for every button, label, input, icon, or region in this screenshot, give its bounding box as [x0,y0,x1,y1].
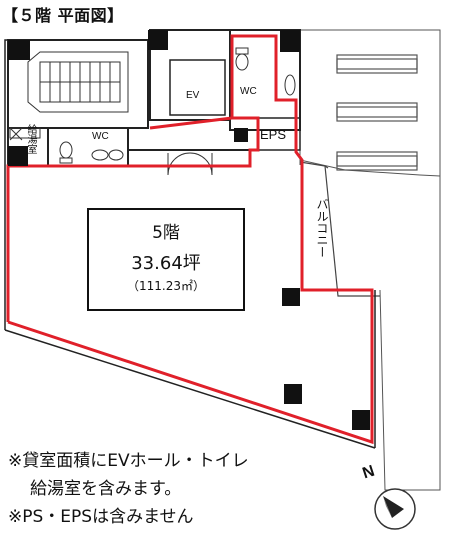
area-box: 5階 33.64坪 （111.23㎡） [87,208,245,311]
leased-area-boundary [6,34,374,445]
columns [8,30,370,430]
office-south-wall [4,329,376,449]
area-tsubo: 33.64坪 [131,253,201,274]
toilet-fixtures [59,47,296,164]
wc-upper-label: WC [240,86,257,97]
area-sqm: （111.23㎡） [127,279,205,293]
notes: ※貸室面積にEVホール・トイレ 給湯室を含みます。 ※PS・EPSは含みません [8,447,249,531]
ev-label: EV [186,90,200,101]
note-line-2: 給湯室を含みます。 [30,479,182,499]
roof-vents [336,54,418,171]
office-outer-wall [4,39,8,330]
staircase [27,51,129,113]
compass-icon [374,488,416,530]
kitchen-sink [9,127,41,141]
kyutoshitsu-label: 給湯室 [25,124,36,154]
eps-label: EPS [260,127,287,142]
wc-lower-label: WC [92,131,109,142]
note-line-1: ※貸室面積にEVホール・トイレ [8,451,249,471]
balcony [299,161,380,297]
entrance-door [167,152,213,176]
page-title: 【５階 平面図】 [2,6,124,25]
leased-area-upper [149,116,233,130]
balcony-label: バルコニー [315,198,329,258]
ev-shaft [169,59,226,116]
core-walls [7,29,301,167]
note-line-3: ※PS・EPSは含みません [8,507,194,527]
area-floor: 5階 [152,223,180,243]
